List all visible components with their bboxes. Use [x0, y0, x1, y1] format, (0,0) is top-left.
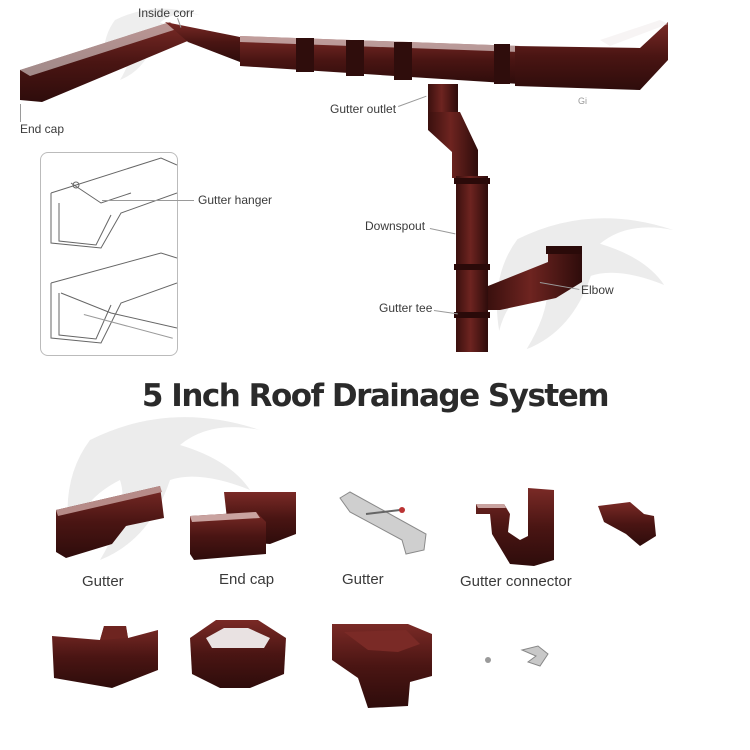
gutter-run-right: [515, 22, 668, 90]
hanger-detail-inset: [40, 152, 178, 356]
label-downspout: Downspout: [365, 219, 426, 233]
gutter-tee-branch: [488, 248, 582, 310]
inside-corner: [165, 22, 245, 62]
product-gutter-connector: [476, 488, 554, 566]
gutter-outlet: [428, 84, 458, 114]
label-inside-corner: Inside corr: [138, 6, 195, 20]
label-right-cut: Gi: [578, 96, 587, 106]
product-inside-corner: [190, 620, 286, 688]
eagle-watermark: [496, 218, 674, 350]
label-gutter-hanger: Gutter hanger: [198, 193, 273, 207]
product-outside-corner: [52, 626, 158, 688]
hanger-diagram: [50, 157, 178, 344]
product-label-gutter: Gutter: [82, 573, 124, 590]
product-label-gutter-connector: Gutter connector: [460, 573, 572, 590]
product-small-hardware: [485, 645, 549, 667]
label-end-cap: End cap: [20, 122, 65, 136]
page-title: 5 Inch Roof Drainage System: [141, 378, 610, 414]
eagle-watermark: [67, 417, 260, 560]
label-gutter-tee: Gutter tee: [379, 301, 433, 315]
label-gutter-outlet: Gutter outlet: [330, 102, 397, 116]
product-label-end-cap: End cap: [219, 571, 275, 588]
product-hanger: [339, 491, 427, 555]
offset-elbow: [428, 112, 478, 178]
product-end-cap: [190, 492, 296, 560]
gutter-run-left: [20, 22, 190, 102]
product-label-hanger: Gutter: [342, 571, 384, 588]
gutter-system-illustration: [20, 20, 668, 352]
product-miter: [332, 624, 432, 708]
product-gutter-piece: [598, 502, 656, 546]
label-elbow: Elbow: [581, 283, 614, 297]
product-gutter: [56, 486, 164, 558]
